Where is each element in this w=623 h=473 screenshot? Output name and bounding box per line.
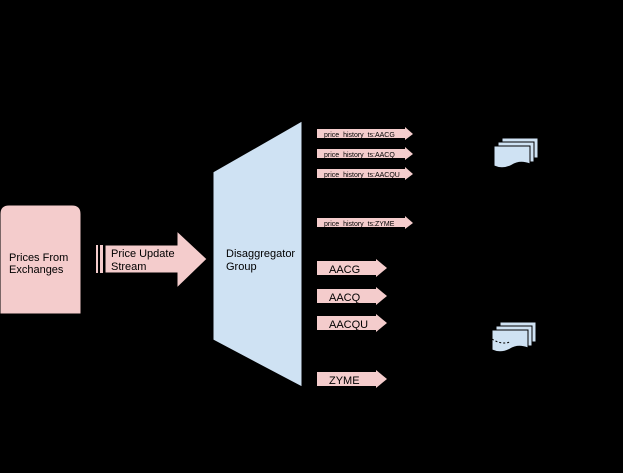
history-output-arrow: price_history_ts:AACG	[317, 127, 413, 140]
history-output-arrow: price_history_ts:ZYME	[317, 216, 413, 229]
stream-tail-stripe	[100, 245, 103, 273]
disaggregator-shape	[212, 120, 303, 388]
history-arrow-label: price_history_ts:AACG	[324, 132, 395, 139]
document-stack-icon	[491, 321, 537, 353]
source-label-line2: Exchanges	[9, 264, 64, 276]
ticker-arrow-label: AACG	[329, 264, 360, 276]
stream-label-line2: Stream	[111, 261, 146, 273]
stream-label-line1: Price Update	[111, 248, 175, 260]
ticker-arrow-label: AACQU	[329, 319, 368, 331]
disaggregator-label-line2: Group	[226, 261, 257, 273]
price-update-stream-arrow: Price Update Stream	[96, 229, 208, 290]
history-output-arrow: price_history_ts:AACQ	[317, 147, 413, 160]
ticker-arrow-shape	[317, 314, 387, 332]
ticker-arrow-shape	[317, 287, 387, 305]
history-arrow-label: price_history_ts:AACQ	[324, 152, 395, 159]
history-arrow-shape	[317, 167, 413, 180]
history-arrow-label: price_history_ts:ZYME	[324, 221, 395, 228]
history-arrow-shape	[317, 216, 413, 229]
source-label-line1: Prices From	[9, 252, 68, 264]
ticker-arrow-label: AACQ	[329, 292, 361, 304]
history-arrow-shape	[317, 147, 413, 160]
ticker-arrow-shape	[317, 259, 387, 277]
stream-arrow-shape	[104, 229, 208, 290]
ticker-arrow-label: ZYME	[329, 375, 360, 387]
history-output-arrow: price_history_ts:AACQU	[317, 167, 413, 180]
prices-from-exchanges-node: Prices From Exchanges	[0, 204, 82, 315]
disaggregator-label-line1: Disaggregator	[226, 248, 295, 260]
disaggregator-group-node: Disaggregator Group	[212, 120, 303, 388]
ticker-output-arrow: AACG	[317, 259, 387, 277]
ticker-output-arrow: AACQ	[317, 287, 387, 305]
ticker-output-arrow: ZYME	[317, 370, 387, 388]
document-stack-icon	[493, 137, 539, 169]
history-arrow-shape	[317, 127, 413, 140]
history-arrow-label: price_history_ts:AACQU	[324, 172, 400, 179]
ticker-output-arrow: AACQU	[317, 314, 387, 332]
source-shape	[0, 204, 82, 315]
ticker-arrow-shape	[317, 370, 387, 388]
stream-tail-stripe	[96, 245, 98, 273]
